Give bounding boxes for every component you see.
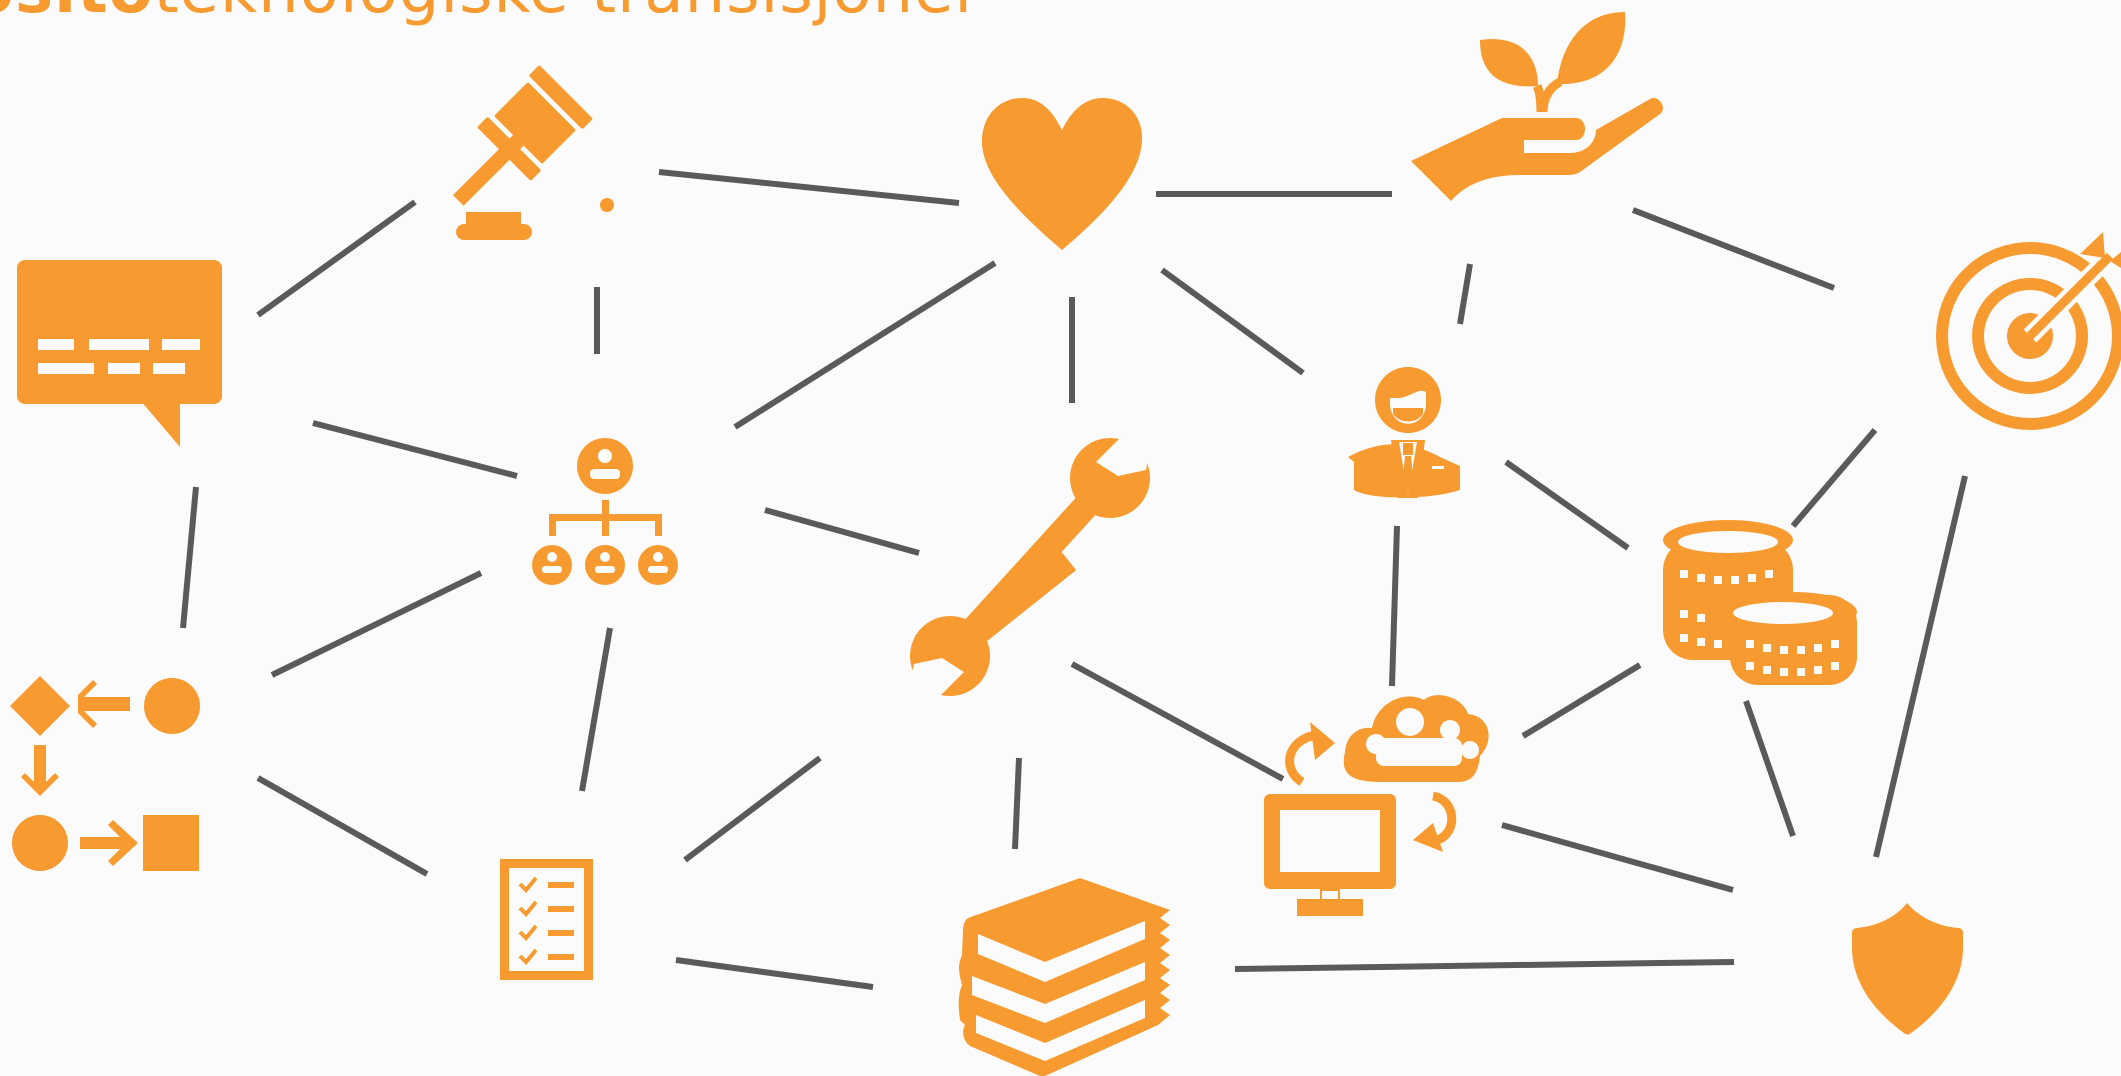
connections: [180, 169, 1968, 990]
connection-line: [1160, 267, 1305, 376]
connection-line: [658, 169, 960, 206]
target-icon: [1936, 232, 2121, 430]
page-title: ositoteknologiske transisjoner: [0, 0, 982, 28]
connection-line: [312, 420, 518, 479]
connection-line: [256, 199, 417, 318]
connection-line: [1457, 263, 1473, 325]
business-person-icon: [1348, 367, 1460, 498]
wrench-icon: [908, 434, 1152, 700]
hand-plant-icon: [1411, 12, 1663, 201]
connection-line: [1743, 700, 1796, 837]
connection-line: [1873, 475, 1968, 858]
connection-line: [1234, 959, 1735, 972]
coins-icon: [1663, 520, 1857, 685]
connection-line: [256, 775, 429, 877]
connection-line: [683, 755, 822, 863]
connection-line: [675, 957, 874, 990]
shield-icon: [1852, 903, 1963, 1035]
gavel-icon: [452, 65, 614, 240]
connection-line: [180, 486, 199, 629]
connection-line: [1631, 207, 1836, 291]
books-icon: [958, 878, 1170, 1076]
org-chart-icon: [532, 438, 678, 585]
checklist-icon: [500, 859, 593, 980]
speech-bubble-icon: [17, 260, 222, 447]
title-thin: teknologiske transisjoner: [154, 0, 982, 28]
connection-line: [1389, 525, 1400, 687]
connection-line: [1012, 757, 1022, 850]
connection-line: [1521, 662, 1642, 739]
cloud-computer-icon: [1264, 695, 1489, 916]
title-bold: osito: [0, 0, 154, 28]
connection-line: [1070, 661, 1285, 782]
connection-line: [1790, 428, 1878, 528]
connection-line: [270, 570, 483, 678]
connection-line: [1504, 459, 1630, 551]
heart-icon: [981, 97, 1143, 250]
connection-line: [764, 507, 920, 556]
connection-line: [579, 627, 613, 792]
process-flow-icon: [10, 676, 200, 871]
connection-line: [733, 260, 997, 430]
connection-line: [1501, 822, 1734, 893]
